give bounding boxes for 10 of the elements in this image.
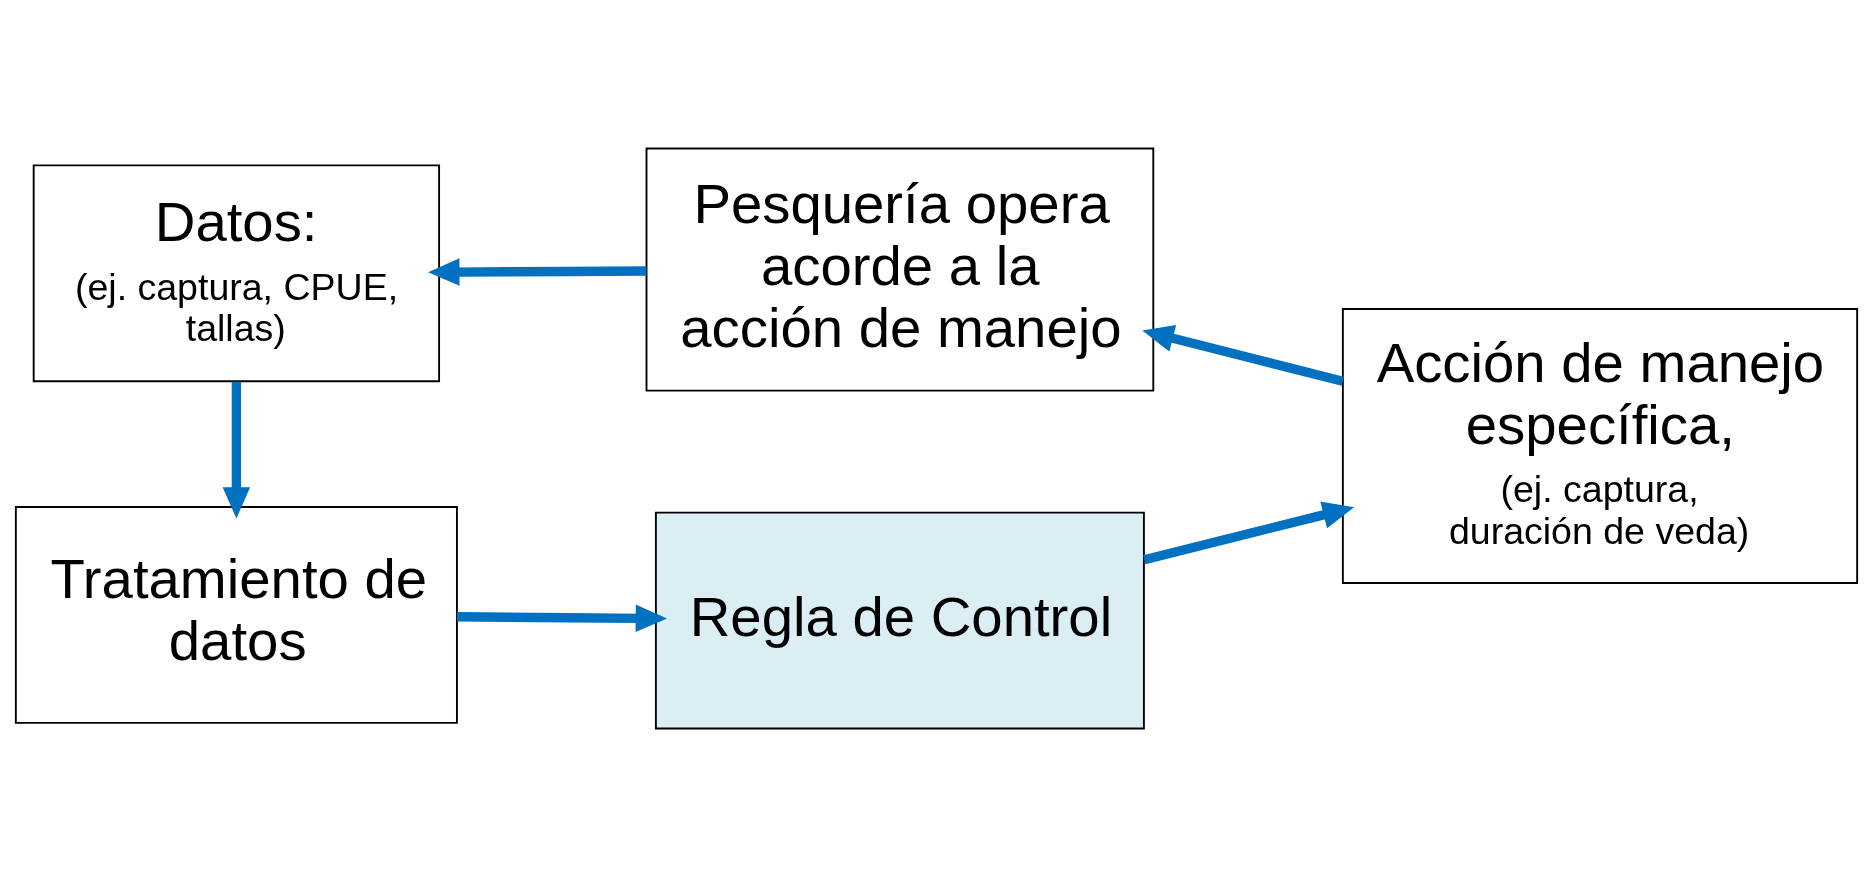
arrow — [457, 604, 668, 633]
arrow — [1142, 324, 1344, 386]
node-box: Pesquería opera acorde a la acción de manejo — [645, 147, 1155, 392]
arrow — [428, 258, 647, 286]
arrow — [222, 381, 251, 519]
node-box: Regla de Control — [654, 511, 1145, 730]
arrow — [1143, 501, 1355, 565]
node-box: Datos: (ej. captura, CPUE, tallas) — [32, 164, 441, 383]
node-box: Acción de manejo específica, (ej. captura, duración de veda) — [1341, 308, 1859, 584]
node-box: Tratamiento de datos — [14, 506, 458, 724]
